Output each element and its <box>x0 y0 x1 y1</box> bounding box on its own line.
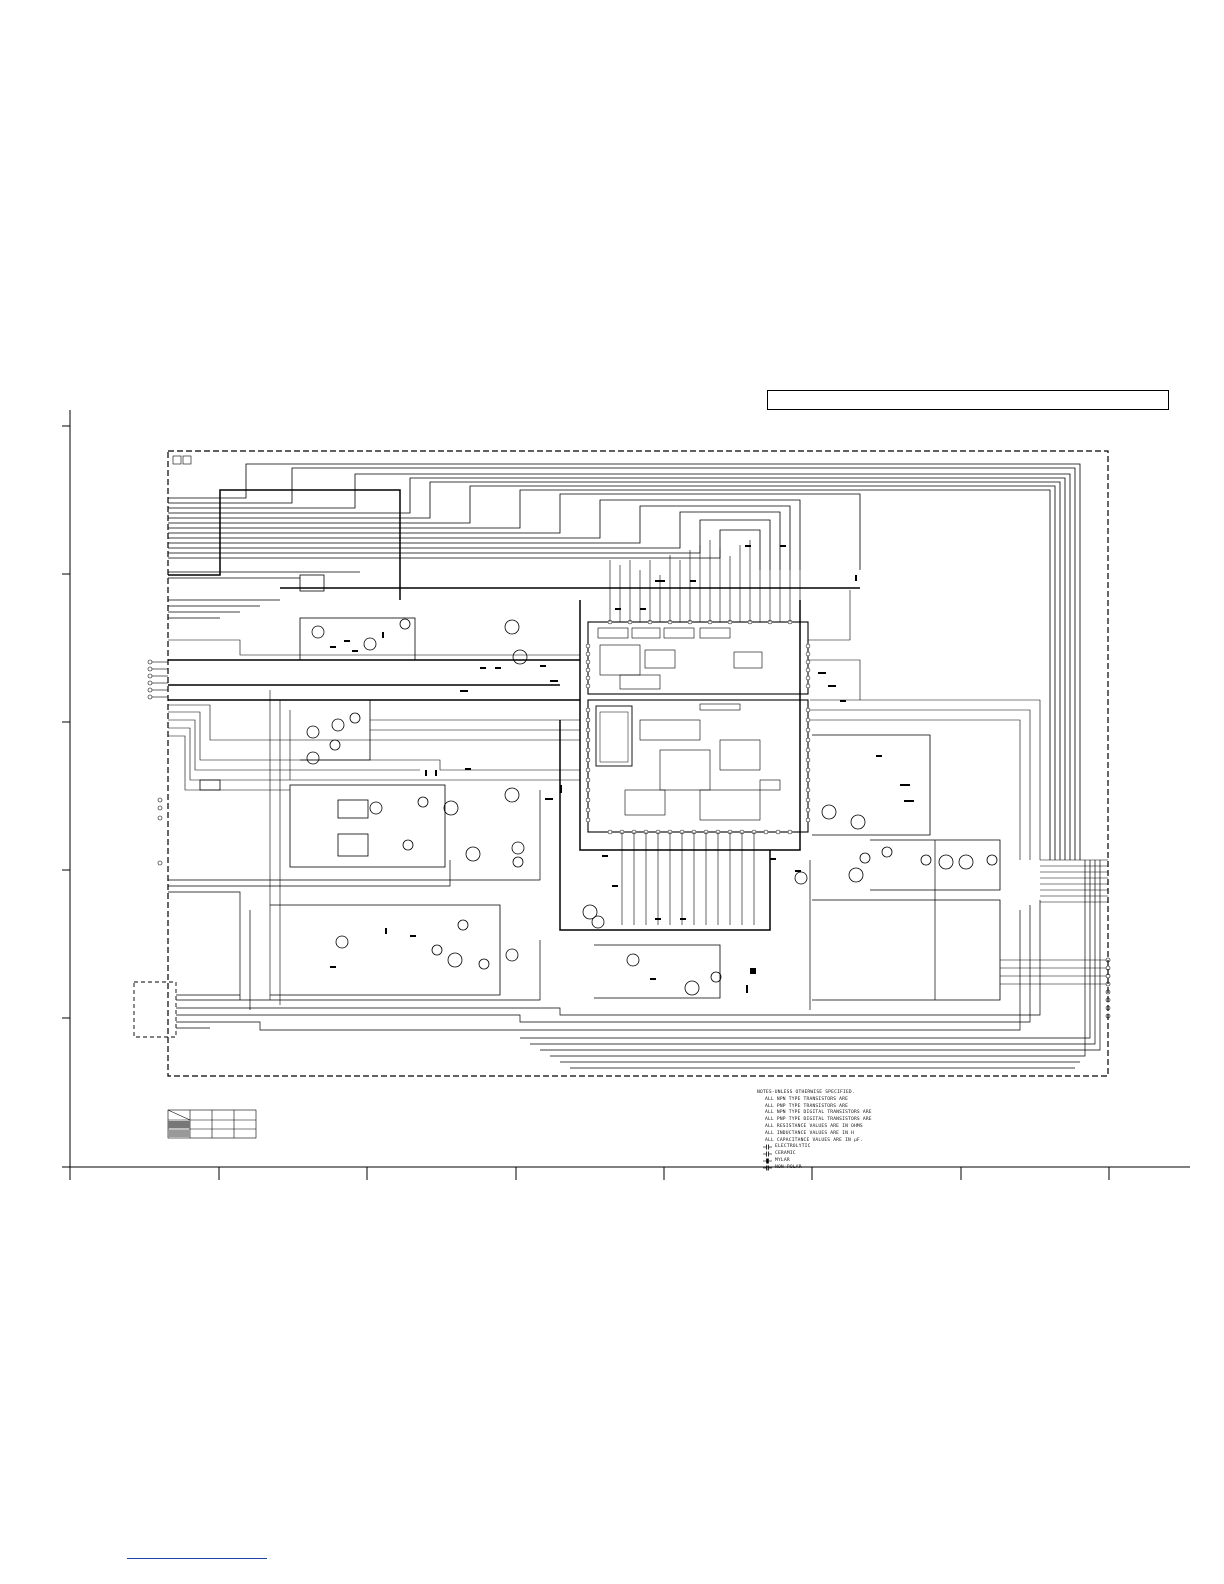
legend-label: MYLAR <box>775 1157 790 1163</box>
note-inductance-units: ALL INDUCTANCE VALUES ARE IN H <box>765 1130 854 1136</box>
main-ic-upper <box>587 621 809 695</box>
legend-label: ELECTROLYTIC <box>775 1144 811 1150</box>
schematic-notes: NOTES-UNLESS OTHERWISE SPECIFIED. ALL NP… <box>757 1090 977 1172</box>
electrolytic-capacitor-icon <box>763 1144 772 1150</box>
supply-rails <box>168 489 860 931</box>
note-capacitance-units: ALL CAPACITANCE VALUES ARE IN µF. <box>765 1137 863 1143</box>
legend-label: CERAMIC <box>775 1151 796 1157</box>
legend-mylar: MYLAR <box>757 1158 977 1165</box>
passive-components <box>330 545 914 993</box>
left-circuit-blocks <box>199 574 1001 1001</box>
legend-table <box>167 1109 257 1139</box>
legend-non-polar: NON POLAR <box>757 1165 977 1172</box>
top-bus-wiring <box>168 463 1081 860</box>
ic-top-drops <box>609 540 801 622</box>
legend-electrolytic: ELECTROLYTIC <box>757 1144 977 1151</box>
title-box <box>767 390 1169 410</box>
main-ic-lower <box>587 699 809 833</box>
note-pnp-digital-transistors: ALL PNP TYPE DIGITAL TRANSISTORS ARE <box>765 1117 872 1123</box>
note-npn-transistors: ALL NPN TYPE TRANSISTORS ARE <box>765 1096 849 1102</box>
ceramic-capacitor-icon <box>763 1151 772 1157</box>
non-polar-capacitor-icon <box>763 1165 772 1171</box>
sheet-frame <box>62 410 1190 1180</box>
note-npn-digital-transistors: ALL NPN TYPE DIGITAL TRANSISTORS ARE <box>765 1110 872 1116</box>
note-pnp-transistors: ALL PNP TYPE TRANSISTORS ARE <box>765 1103 849 1109</box>
ic-pins <box>585 619 811 835</box>
note-resistance-units: ALL RESISTANCE VALUES ARE IN OHMS <box>765 1123 863 1129</box>
footer-link-underline[interactable] <box>127 1558 267 1559</box>
notes-title: NOTES-UNLESS OTHERWISE SPECIFIED. <box>757 1090 855 1095</box>
legend-label: NON POLAR <box>775 1164 802 1170</box>
left-to-ic-lines <box>168 590 1041 1005</box>
legend-ceramic: CERAMIC <box>757 1151 977 1158</box>
board-outline <box>133 450 1109 1077</box>
right-connector-pins <box>1000 859 1111 1019</box>
mylar-capacitor-icon <box>763 1158 772 1164</box>
bottom-return-wiring <box>168 790 1101 1069</box>
transistor-symbols <box>306 618 998 996</box>
left-connector-pins <box>147 659 168 866</box>
ic-bottom-drops <box>621 832 755 925</box>
